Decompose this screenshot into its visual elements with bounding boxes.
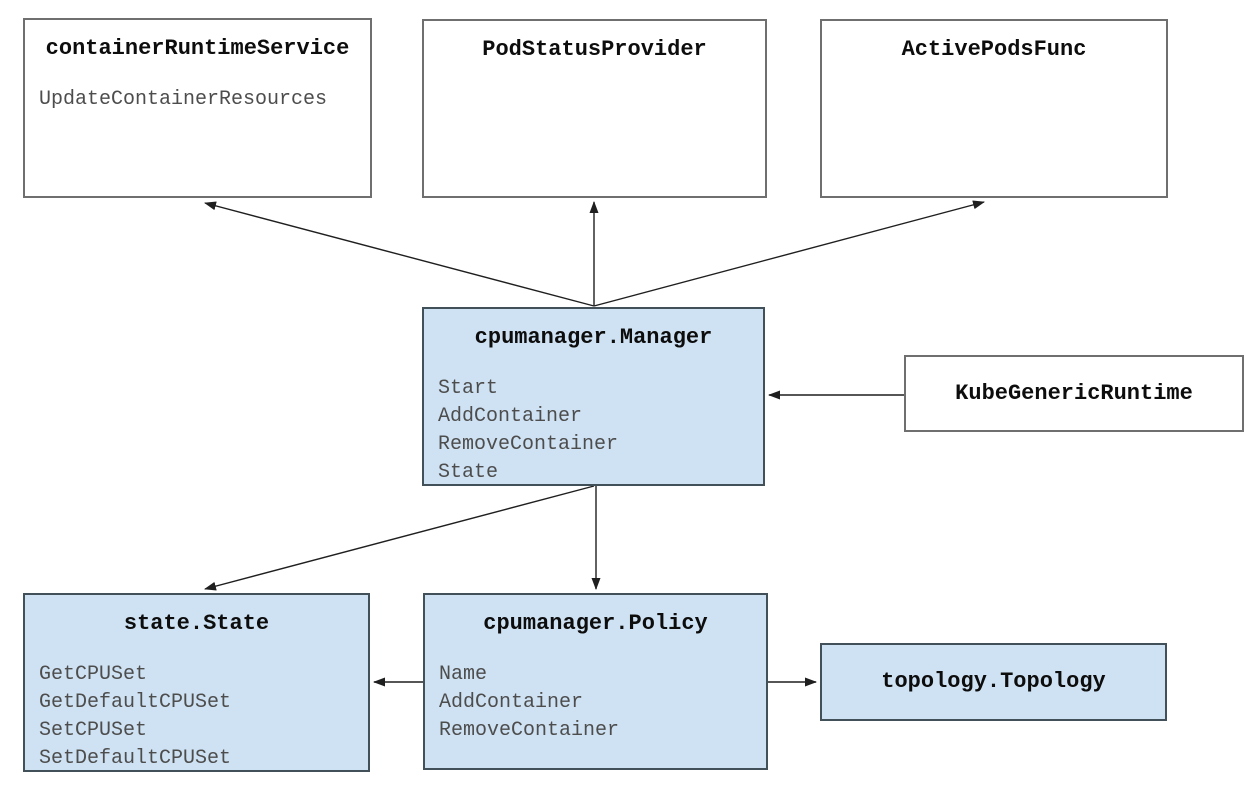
node-title: PodStatusProvider — [482, 37, 707, 62]
node-methods: UpdateContainerResources — [25, 86, 370, 114]
node-title: cpumanager.Manager — [474, 325, 713, 350]
node-active-pods-func: ActivePodsFunc — [820, 19, 1168, 198]
edge-manager-to-container-runtime-service — [204, 201, 595, 307]
node-method: GetDefaultCPUSet — [39, 691, 232, 714]
node-title: KubeGenericRuntime — [955, 380, 1193, 406]
node-pod-status-provider: PodStatusProvider — [422, 19, 767, 198]
node-method: SetDefaultCPUSet — [39, 747, 232, 770]
node-method: RemoveContainer — [438, 433, 619, 456]
node-method: UpdateContainerResources — [39, 88, 328, 111]
node-state-state: state.State GetCPUSet GetDefaultCPUSet S… — [23, 593, 370, 772]
node-method: SetCPUSet — [39, 719, 148, 742]
node-methods: Start AddContainer RemoveContainer State — [424, 375, 763, 487]
node-method: AddContainer — [438, 405, 583, 428]
node-topology-topology: topology.Topology — [820, 643, 1167, 721]
edge-manager-to-state-state — [204, 485, 595, 591]
node-method: GetCPUSet — [39, 663, 148, 686]
node-title: state.State — [123, 611, 270, 636]
node-method: Name — [439, 663, 488, 686]
node-method: RemoveContainer — [439, 719, 620, 742]
node-cpumanager-policy: cpumanager.Policy Name AddContainer Remo… — [423, 593, 768, 770]
node-title: topology.Topology — [881, 669, 1106, 694]
node-title: ActivePodsFunc — [901, 37, 1087, 62]
node-methods: Name AddContainer RemoveContainer — [425, 661, 766, 745]
node-method: Start — [438, 377, 499, 400]
node-title: containerRuntimeService — [45, 36, 350, 61]
node-method: AddContainer — [439, 691, 584, 714]
node-cpumanager-manager: cpumanager.Manager Start AddContainer Re… — [422, 307, 765, 486]
node-container-runtime-service: containerRuntimeService UpdateContainerR… — [23, 18, 372, 198]
node-kube-generic-runtime: KubeGenericRuntime — [904, 355, 1244, 432]
node-method: State — [438, 461, 499, 484]
edge-manager-to-active-pods-func — [593, 200, 985, 307]
node-title: cpumanager.Policy — [483, 611, 708, 636]
node-methods: GetCPUSet GetDefaultCPUSet SetCPUSet Set… — [25, 661, 368, 773]
